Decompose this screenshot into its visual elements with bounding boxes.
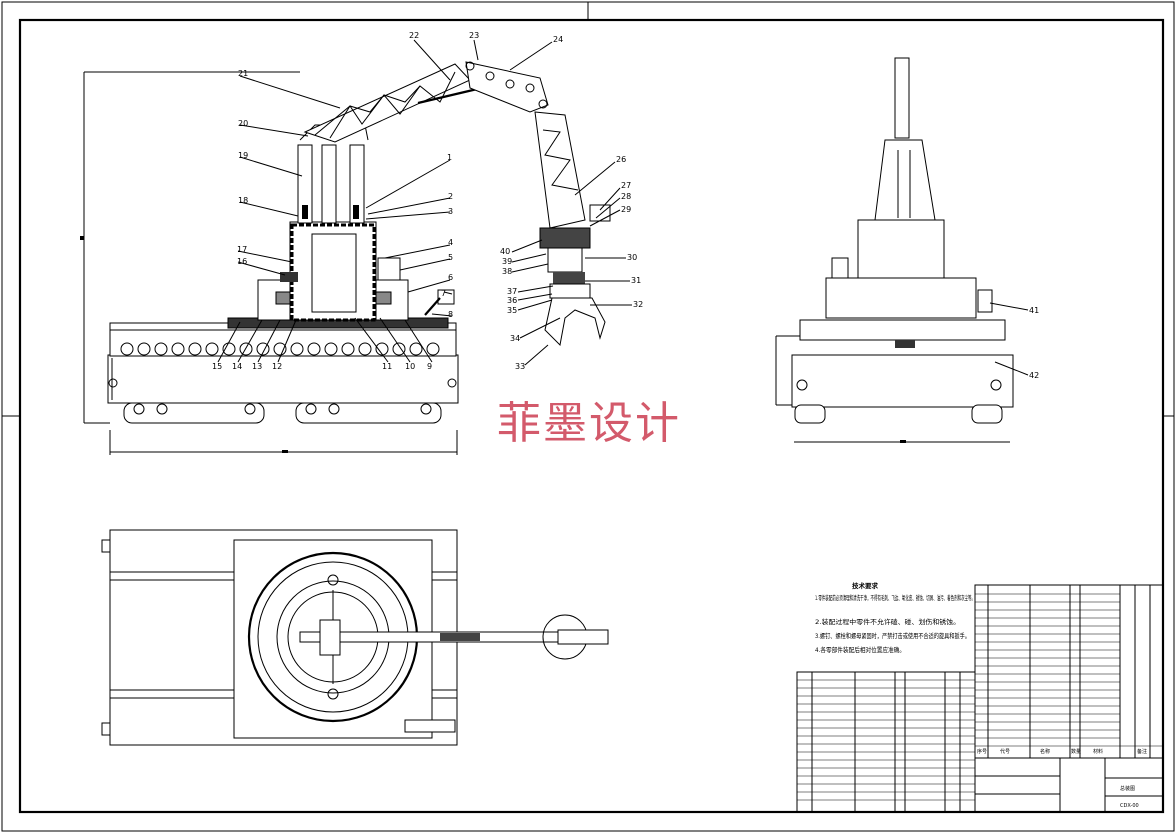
part-label-15: 15 <box>212 362 222 371</box>
part-label-28: 28 <box>621 192 631 201</box>
part-label-17: 17 <box>237 245 247 254</box>
title-block <box>974 757 1164 813</box>
part-label-24: 24 <box>553 35 563 44</box>
part-label-9: 9 <box>427 362 432 371</box>
part-label-37: 37 <box>507 287 517 296</box>
part-label-7: 7 <box>441 289 446 298</box>
part-label-29: 29 <box>621 205 631 214</box>
bill-of-materials: 序号 代号 名称 数量 材料 备注 总装图 CDX-00 <box>796 584 1164 813</box>
part-label-18: 18 <box>238 196 248 205</box>
part-label-36: 36 <box>507 296 517 305</box>
notes-line-1: 1.零件装配前必须清理和清洗干净，不得有毛刺、飞边、氧化皮、锈蚀、切屑、油污、着… <box>815 593 975 602</box>
drawing-name: 总装图 <box>1120 785 1135 792</box>
top-view <box>101 529 609 746</box>
part-label-16: 16 <box>237 257 247 266</box>
part-label-40: 40 <box>500 247 510 256</box>
part-label-27: 27 <box>621 181 631 190</box>
drawing-number: CDX-00 <box>1120 803 1139 809</box>
part-label-35: 35 <box>507 306 517 315</box>
side-view <box>80 61 611 455</box>
part-label-13: 13 <box>252 362 262 371</box>
part-label-32: 32 <box>633 300 643 309</box>
rear-view: 41 42 <box>775 57 1039 443</box>
bom-header-no: 序号 <box>977 748 987 755</box>
side-view-part-labels: 1 2 3 4 5 6 7 8 9 10 11 12 13 14 15 16 1… <box>212 31 643 371</box>
part-label-3: 3 <box>448 207 453 216</box>
bom-header-remark: 备注 <box>1137 748 1147 755</box>
part-label-10: 10 <box>405 362 415 371</box>
part-label-21: 21 <box>238 69 248 78</box>
watermark-text: 菲墨设计 <box>497 398 681 449</box>
part-label-42: 42 <box>1029 371 1039 380</box>
bom-header-qty: 数量 <box>1071 748 1081 755</box>
part-label-30: 30 <box>627 253 637 262</box>
part-label-8: 8 <box>448 310 453 319</box>
notes-title: 技术要求 <box>852 581 879 590</box>
part-label-1: 1 <box>447 153 452 162</box>
part-label-31: 31 <box>631 276 641 285</box>
part-label-41: 41 <box>1029 306 1039 315</box>
part-label-11: 11 <box>382 362 392 371</box>
part-label-34: 34 <box>510 334 520 343</box>
part-label-22: 22 <box>409 31 419 40</box>
bom-header-material: 材料 <box>1093 748 1103 755</box>
part-label-26: 26 <box>616 155 626 164</box>
track-rollers <box>120 342 440 356</box>
part-label-20: 20 <box>238 119 248 128</box>
part-label-33: 33 <box>515 362 525 371</box>
part-label-14: 14 <box>232 362 242 371</box>
part-label-38: 38 <box>502 267 512 276</box>
notes-line-3: 3.螺钉、螺栓和螺母紧固时，严禁打击或使用不合适的旋具和扳手。 <box>815 631 970 640</box>
part-label-12: 12 <box>272 362 282 371</box>
technical-notes: 技术要求 1.零件装配前必须清理和清洗干净，不得有毛刺、飞边、氧化皮、锈蚀、切屑… <box>815 581 975 654</box>
bom-header-name: 名称 <box>1040 748 1050 755</box>
notes-line-4: 4.各零部件装配后相对位置应准确。 <box>815 645 905 654</box>
part-label-6: 6 <box>448 273 453 282</box>
part-label-23: 23 <box>469 31 479 40</box>
part-label-4: 4 <box>448 238 453 247</box>
bom-header-code: 代号 <box>1000 748 1010 755</box>
part-label-39: 39 <box>502 257 512 266</box>
part-label-19: 19 <box>238 151 248 160</box>
part-label-5: 5 <box>448 253 453 262</box>
part-label-2: 2 <box>448 192 453 201</box>
notes-line-2: 2.装配过程中零件不允许磕、碰、划伤和锈蚀。 <box>815 617 960 626</box>
